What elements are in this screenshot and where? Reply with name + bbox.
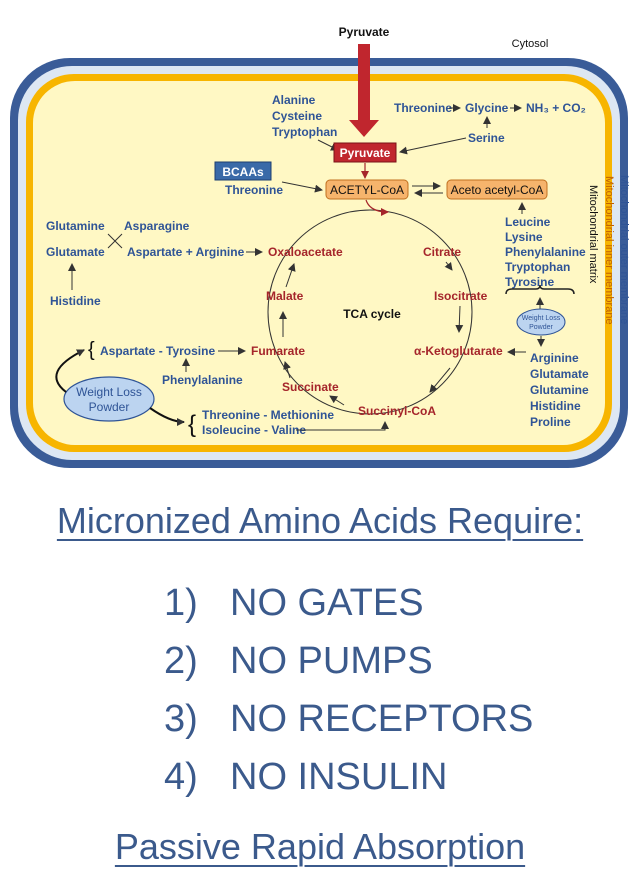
requirement-text: NO PUMPS — [230, 639, 433, 682]
tryptophan-keto-label: Tryptophan — [505, 260, 570, 274]
threonine-methionine-label: Threonine - Methionine — [202, 408, 334, 422]
cytosol-label: Cytosol — [512, 38, 549, 50]
x-conversion — [107, 233, 123, 249]
requirement-text: NO RECEPTORS — [230, 697, 534, 740]
acetoacetyl-coa-box — [446, 179, 548, 200]
histidine-label: Histidine — [50, 294, 101, 308]
succinate-label: Succinate — [282, 380, 339, 394]
akg-label: α-Ketoglutarate — [414, 344, 503, 358]
alanine-label: Alanine — [272, 93, 316, 107]
aspartate-arginine-label: Aspartate + Arginine — [127, 245, 245, 259]
pyruvate-top-label: Pyruvate — [339, 25, 390, 39]
requirement-item: 3) NO RECEPTORS — [164, 690, 533, 748]
citrate-label: Citrate — [423, 245, 461, 259]
glycine-label: Glycine — [465, 101, 509, 115]
aspartate-tyrosine-label: Aspartate - Tyrosine — [100, 344, 215, 358]
glutamate-label: Glutamate — [46, 245, 105, 259]
weight-loss-small-line2: Powder — [529, 324, 553, 331]
succinyl-coa-label: Succinyl-CoA — [358, 404, 436, 418]
glutamine-label: Glutamine — [46, 219, 105, 233]
weight-loss-up-arrow — [55, 349, 85, 393]
requirement-number: 4) — [164, 755, 198, 798]
glutamate-akg-label: Glutamate — [530, 367, 589, 381]
acetyl-to-citrate-arrow — [365, 199, 389, 216]
weight-loss-small-line1: Weight Loss — [522, 315, 561, 322]
footer-headline: Passive Rapid Absorption — [114, 826, 526, 867]
nh3-co2-label: NH₃ + CO₂ — [526, 101, 586, 115]
bcaas-box — [214, 161, 272, 181]
leucine-label: Leucine — [505, 215, 551, 229]
cysteine-label: Cysteine — [272, 109, 322, 123]
isocitrate-label: Isocitrate — [434, 289, 488, 303]
matrix-label: Mitochondrial matrix — [587, 185, 599, 284]
fumarate-label: Fumarate — [251, 344, 305, 358]
weight-loss-big-oval — [63, 376, 155, 422]
requirement-item: 2) NO PUMPS — [164, 632, 533, 690]
tryptophan-label: Tryptophan — [272, 125, 337, 139]
glutamine-akg-label: Glutamine — [530, 383, 589, 397]
requirement-number: 3) — [164, 697, 198, 740]
mitochondria-diagram: Pyruvate Cytosol Mitochondrial outer mem… — [10, 25, 630, 468]
pyruvate-box — [333, 142, 397, 163]
weight-loss-big-line1: Weight Loss — [76, 385, 142, 399]
requirement-text: NO INSULIN — [230, 755, 448, 798]
inner-membrane-label: Mitochondrial inner membrane — [603, 176, 615, 325]
requirement-number: 2) — [164, 639, 198, 682]
requirements-list: 1) NO GATES 2) NO PUMPS 3) NO RECEPTORS 4) N… — [164, 574, 533, 806]
succinyl-input-line — [296, 421, 389, 431]
lysine-label: Lysine — [505, 230, 543, 244]
tca-cycle-ring — [267, 209, 473, 415]
threonine-top-label: Threonine — [394, 101, 452, 115]
acetyl-coa-label: ACETYL-CoA — [330, 183, 404, 197]
weight-loss-small-oval — [516, 308, 566, 336]
requirement-text: NO GATES — [230, 581, 424, 624]
acetoacetyl-coa-label: Aceto acetyl-CoA — [451, 183, 544, 197]
pyruvate-entry-arrow-head — [349, 120, 379, 137]
arginine-label: Arginine — [530, 351, 579, 365]
threonine-methionine-brace: { — [188, 411, 196, 438]
outer-membrane-label: Mitochondrial outer membrane — [618, 175, 630, 324]
malate-label: Malate — [266, 289, 304, 303]
requirement-item: 1) NO GATES — [164, 574, 533, 632]
proline-label: Proline — [530, 415, 571, 429]
weight-loss-big-line2: Powder — [89, 400, 130, 414]
tyrosine-keto-label: Tyrosine — [505, 275, 554, 289]
pyruvate-box-label: Pyruvate — [340, 146, 391, 160]
weight-loss-down-arrow — [149, 407, 185, 426]
acetyl-coa-box — [325, 179, 409, 200]
asparagine-label: Asparagine — [124, 219, 190, 233]
pyruvate-entry-arrow-shaft — [358, 44, 370, 122]
oxaloacetate-label: Oxaloacetate — [268, 245, 343, 259]
serine-label: Serine — [468, 131, 505, 145]
matrix — [33, 81, 605, 445]
isoleucine-valine-label: Isoleucine - Valine — [202, 423, 306, 437]
phenylalanine-label: Phenylalanine — [162, 373, 243, 387]
requirement-number: 1) — [164, 581, 198, 624]
tca-center-label: TCA cycle — [343, 307, 401, 321]
headline: Micronized Amino Acids Require: — [56, 500, 584, 541]
phenylalanine-keto-label: Phenylalanine — [505, 245, 586, 259]
bcaas-label: BCAAs — [222, 165, 264, 179]
requirement-item: 4) NO INSULIN — [164, 748, 533, 806]
keto-brace — [505, 284, 575, 295]
threonine-bcaa-label: Threonine — [225, 183, 283, 197]
histidine-akg-label: Histidine — [530, 399, 581, 413]
aspartate-tyrosine-brace: { — [88, 339, 95, 361]
